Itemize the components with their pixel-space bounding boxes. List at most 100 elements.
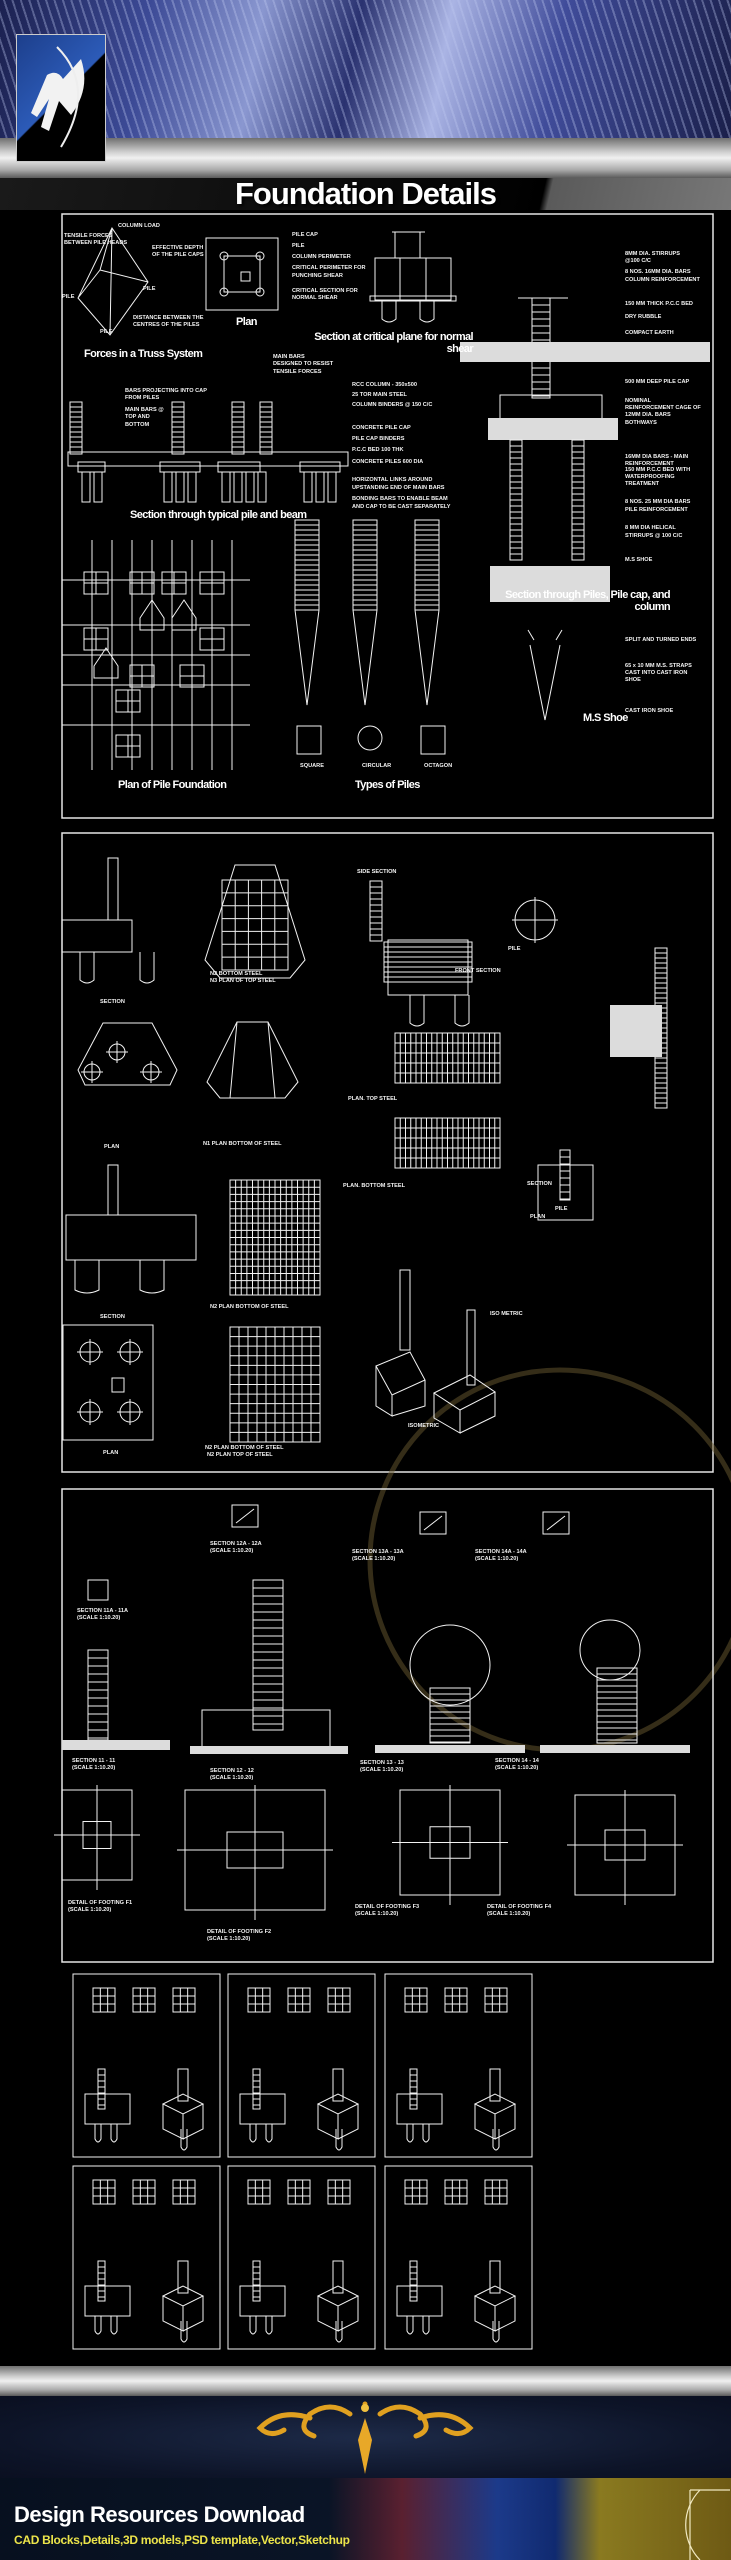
pile-cap-section [239, 2285, 286, 2317]
column [369, 880, 383, 942]
pile [381, 301, 397, 323]
plan-mini [444, 1987, 468, 2013]
pile-cap-plan [115, 734, 141, 758]
pile-marker [77, 1339, 103, 1365]
plan-of-pile-foundation [62, 540, 250, 770]
mesh-outline [484, 1987, 508, 2013]
column-mini [409, 2260, 418, 2302]
drawing-label: SECTION [527, 1181, 552, 1187]
drawing-title: Forces in a Truss System [84, 348, 203, 360]
triangular-pile-cap-plan [77, 1022, 178, 1086]
pile-tip [352, 609, 378, 706]
pile-cap-section [396, 2285, 443, 2317]
isometric-pile-cap [316, 2093, 360, 2140]
sheet-border [384, 1973, 533, 2158]
pile-outline [110, 2124, 118, 2143]
pile [409, 995, 425, 1027]
plan-mini [172, 1987, 196, 2013]
pile-cap-plan [62, 1324, 154, 1441]
sheet-border [384, 2165, 533, 2350]
octagon-section [420, 725, 446, 755]
mesh-outline [172, 2179, 196, 2205]
drawing-label: PLAN. BOTTOM STEEL [343, 1183, 406, 1189]
plan-mini [247, 2179, 271, 2205]
section-13-circle [409, 1624, 491, 1706]
triangular-pile-cap [93, 599, 197, 679]
section-14-circle [579, 1619, 641, 1681]
drawing-label: 16MM DIA BARS - MAIN [625, 454, 688, 460]
pcc-bed [460, 342, 710, 362]
pile [180, 2129, 188, 2151]
column-mini [97, 2260, 106, 2302]
pile-outline [265, 2124, 273, 2143]
pile-cap [217, 461, 261, 473]
pile-outline [74, 1260, 100, 1294]
sheet [72, 2165, 221, 2350]
drawing-label: DETAIL OF FOOTING F3 [355, 1904, 419, 1910]
drawing-label: CONCRETE PILE CAP [352, 425, 411, 431]
drawing-title: Section at critical plane for normal [314, 331, 473, 343]
drawing-label: P.C.C BED 100 THK [352, 447, 404, 453]
concrete-pile [303, 471, 313, 503]
drawing-label: (SCALE 1:10.20) [77, 1615, 120, 1621]
cage-outline [107, 1164, 119, 1216]
drawing-label: TENSILE FORCES [64, 233, 113, 239]
plan-mini [484, 2179, 508, 2205]
pile-cap-plan [199, 627, 225, 651]
drawing-label: (SCALE 1:10.20) [210, 1548, 253, 1554]
triangular-pile-cap-plan [204, 864, 306, 979]
drawing-label: REINFORCEMENT [625, 461, 674, 467]
drawing-label: (SCALE 1:10.20) [487, 1911, 530, 1917]
drawing-label: PILE CAP [292, 232, 318, 238]
plan-mini [404, 2179, 428, 2205]
drawing-label: EFFECTIVE DEPTH [152, 245, 203, 251]
drawing-label: 150 MM P.C.C BED WITH [625, 467, 690, 473]
pile-outline [249, 2124, 257, 2143]
drawing-label: PILE [508, 946, 521, 952]
section-14-column [596, 1667, 638, 1744]
ornament-band [0, 2396, 731, 2480]
rebar-cage [383, 941, 473, 983]
cage-outline [171, 401, 185, 455]
footing-plan-f1 [54, 1785, 140, 1890]
column-section-11a [87, 1579, 109, 1601]
pile-outline [492, 2129, 500, 2151]
pile-outline [406, 2316, 414, 2335]
mesh-outline [327, 2179, 351, 2205]
mesh-outline [221, 879, 289, 971]
cage-outline [466, 1309, 476, 1386]
column [240, 271, 251, 282]
pile-outline [180, 2321, 188, 2343]
drawing-label: PUNCHING SHEAR [292, 273, 343, 279]
drawing-label: DISTANCE BETWEEN THE [133, 315, 204, 321]
plan-outline [205, 237, 279, 311]
drawing-label: N3 PLAN OF TOP STEEL [210, 978, 276, 984]
column-iso [332, 2068, 344, 2102]
mesh-outline [92, 1987, 116, 2013]
plan-mini [287, 1987, 311, 2013]
pile-outline [335, 2321, 343, 2343]
section-13-column [429, 1687, 471, 1744]
plan-mini [327, 2179, 351, 2205]
pile [406, 2124, 414, 2143]
footer-title: Design Resources Download [14, 2502, 305, 2527]
drawing-label: ISOMETRIC [408, 1423, 439, 1429]
drawing-label: 8 NOS. 25 MM DIA BARS [625, 499, 691, 505]
drawing-label: CIRCULAR [362, 763, 391, 769]
drawing-label: 150 MM THICK P.C.C BED [625, 301, 693, 307]
drawing-label: DRY RUBBLE [625, 314, 662, 320]
concrete-pile [81, 471, 91, 503]
drawing-label: (SCALE 1:10.20) [210, 1775, 253, 1781]
drawing-label: SECTION 13 - 13 [360, 1760, 404, 1766]
ms-shoe [527, 629, 563, 721]
pile-tip [414, 609, 440, 706]
drawing-label: SECTION 13A - 13A [352, 1549, 404, 1555]
drawing-label: SECTION 12A - 12A [210, 1541, 262, 1547]
critical-plane-section [374, 257, 452, 301]
blinding [375, 1745, 525, 1753]
mesh-outline [172, 1987, 196, 2013]
plan-mini [132, 2179, 156, 2205]
pile-outline [110, 2316, 118, 2335]
